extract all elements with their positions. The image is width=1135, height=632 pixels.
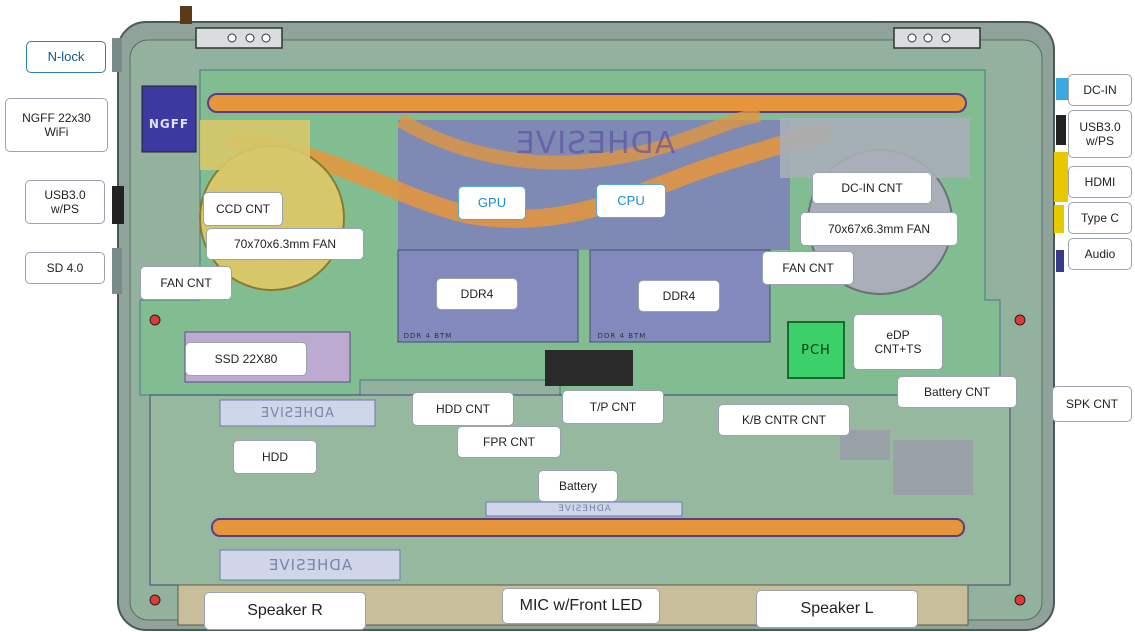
board-mark-pch: PCH [801,342,831,358]
label-fan-left: 70x70x6.3mm FAN [206,228,364,260]
ddr4-btm-mark-left: DDR 4 BTM [403,332,453,340]
label-fan-right: 70x67x6.3mm FAN [800,212,958,246]
label-battery-cnt: Battery CNT [897,376,1017,408]
label-cpu: CPU [596,184,666,218]
adhesive-label-2: ADHESIVE [267,556,353,574]
label-ddr4-right: DDR4 [638,280,720,312]
label-n-lock: N-lock [26,41,106,73]
heatpipe-bottom [211,518,965,537]
board-mark-ngff: NGFF [148,117,190,131]
label-fan-cnt-left: FAN CNT [140,266,232,300]
port-audio [1056,250,1064,272]
label-ssd: SSD 22X80 [185,342,307,376]
port-typec [1054,205,1064,233]
label-usb-right: USB3.0 w/PS [1068,110,1132,158]
label-fpr-cnt: FPR CNT [457,426,561,458]
label-hdd: HDD [233,440,317,474]
label-tp-cnt: T/P CNT [562,390,664,424]
label-spk-cnt: SPK CNT [1052,386,1132,422]
port-sd [112,248,122,294]
label-fan-cnt-right: FAN CNT [762,251,854,285]
label-ccd-cnt: CCD CNT [203,192,283,226]
adhesive-label-top: ADHESIVE [514,125,676,161]
adhesive-strip-1 [219,399,376,427]
port-dc-in [1056,78,1068,100]
wifi-card [141,85,197,153]
tp-block [545,350,633,386]
adhesive-label-1: ADHESIVE [259,405,335,421]
label-gpu: GPU [458,186,526,220]
label-battery: Battery [538,470,618,502]
label-dc-in-cnt: DC-IN CNT [812,172,932,204]
adhesive-strip-2 [219,549,401,581]
pch-chip [787,321,845,379]
hinge-left [195,27,283,49]
label-kb-cntr-cnt: K/B CNTR CNT [718,404,850,436]
label-speaker-r: Speaker R [204,592,366,630]
label-edp: eDP CNT+TS [853,314,943,370]
label-usb-left: USB3.0 w/PS [25,180,105,224]
adhesive-label-3: ADHESIVE [557,504,611,514]
port-usb-left [112,186,124,224]
ddr4-btm-mark-right: DDR 4 BTM [597,332,647,340]
hinge-right [893,27,981,49]
port-nlock [112,38,122,72]
adhesive-strip-3 [485,501,683,517]
label-audio: Audio [1068,238,1132,270]
heatpipe-top [207,93,967,113]
label-ngff-wifi: NGFF 22x30 WiFi [5,98,108,152]
heatpipe-curve-b [396,108,762,170]
label-ddr4-left: DDR4 [436,278,518,310]
label-type-c: Type C [1068,202,1132,234]
nlock-latch [180,6,192,24]
label-hdmi: HDMI [1068,166,1132,198]
port-hdmi [1054,152,1068,202]
port-usb-right [1056,115,1066,145]
label-sd: SD 4.0 [25,252,105,284]
label-dc-in: DC-IN [1068,74,1132,106]
label-hdd-cnt: HDD CNT [412,392,514,426]
label-mic-front-led: MIC w/Front LED [502,588,660,624]
label-speaker-l: Speaker L [756,590,918,628]
heatpipe-curve-a [229,121,833,228]
